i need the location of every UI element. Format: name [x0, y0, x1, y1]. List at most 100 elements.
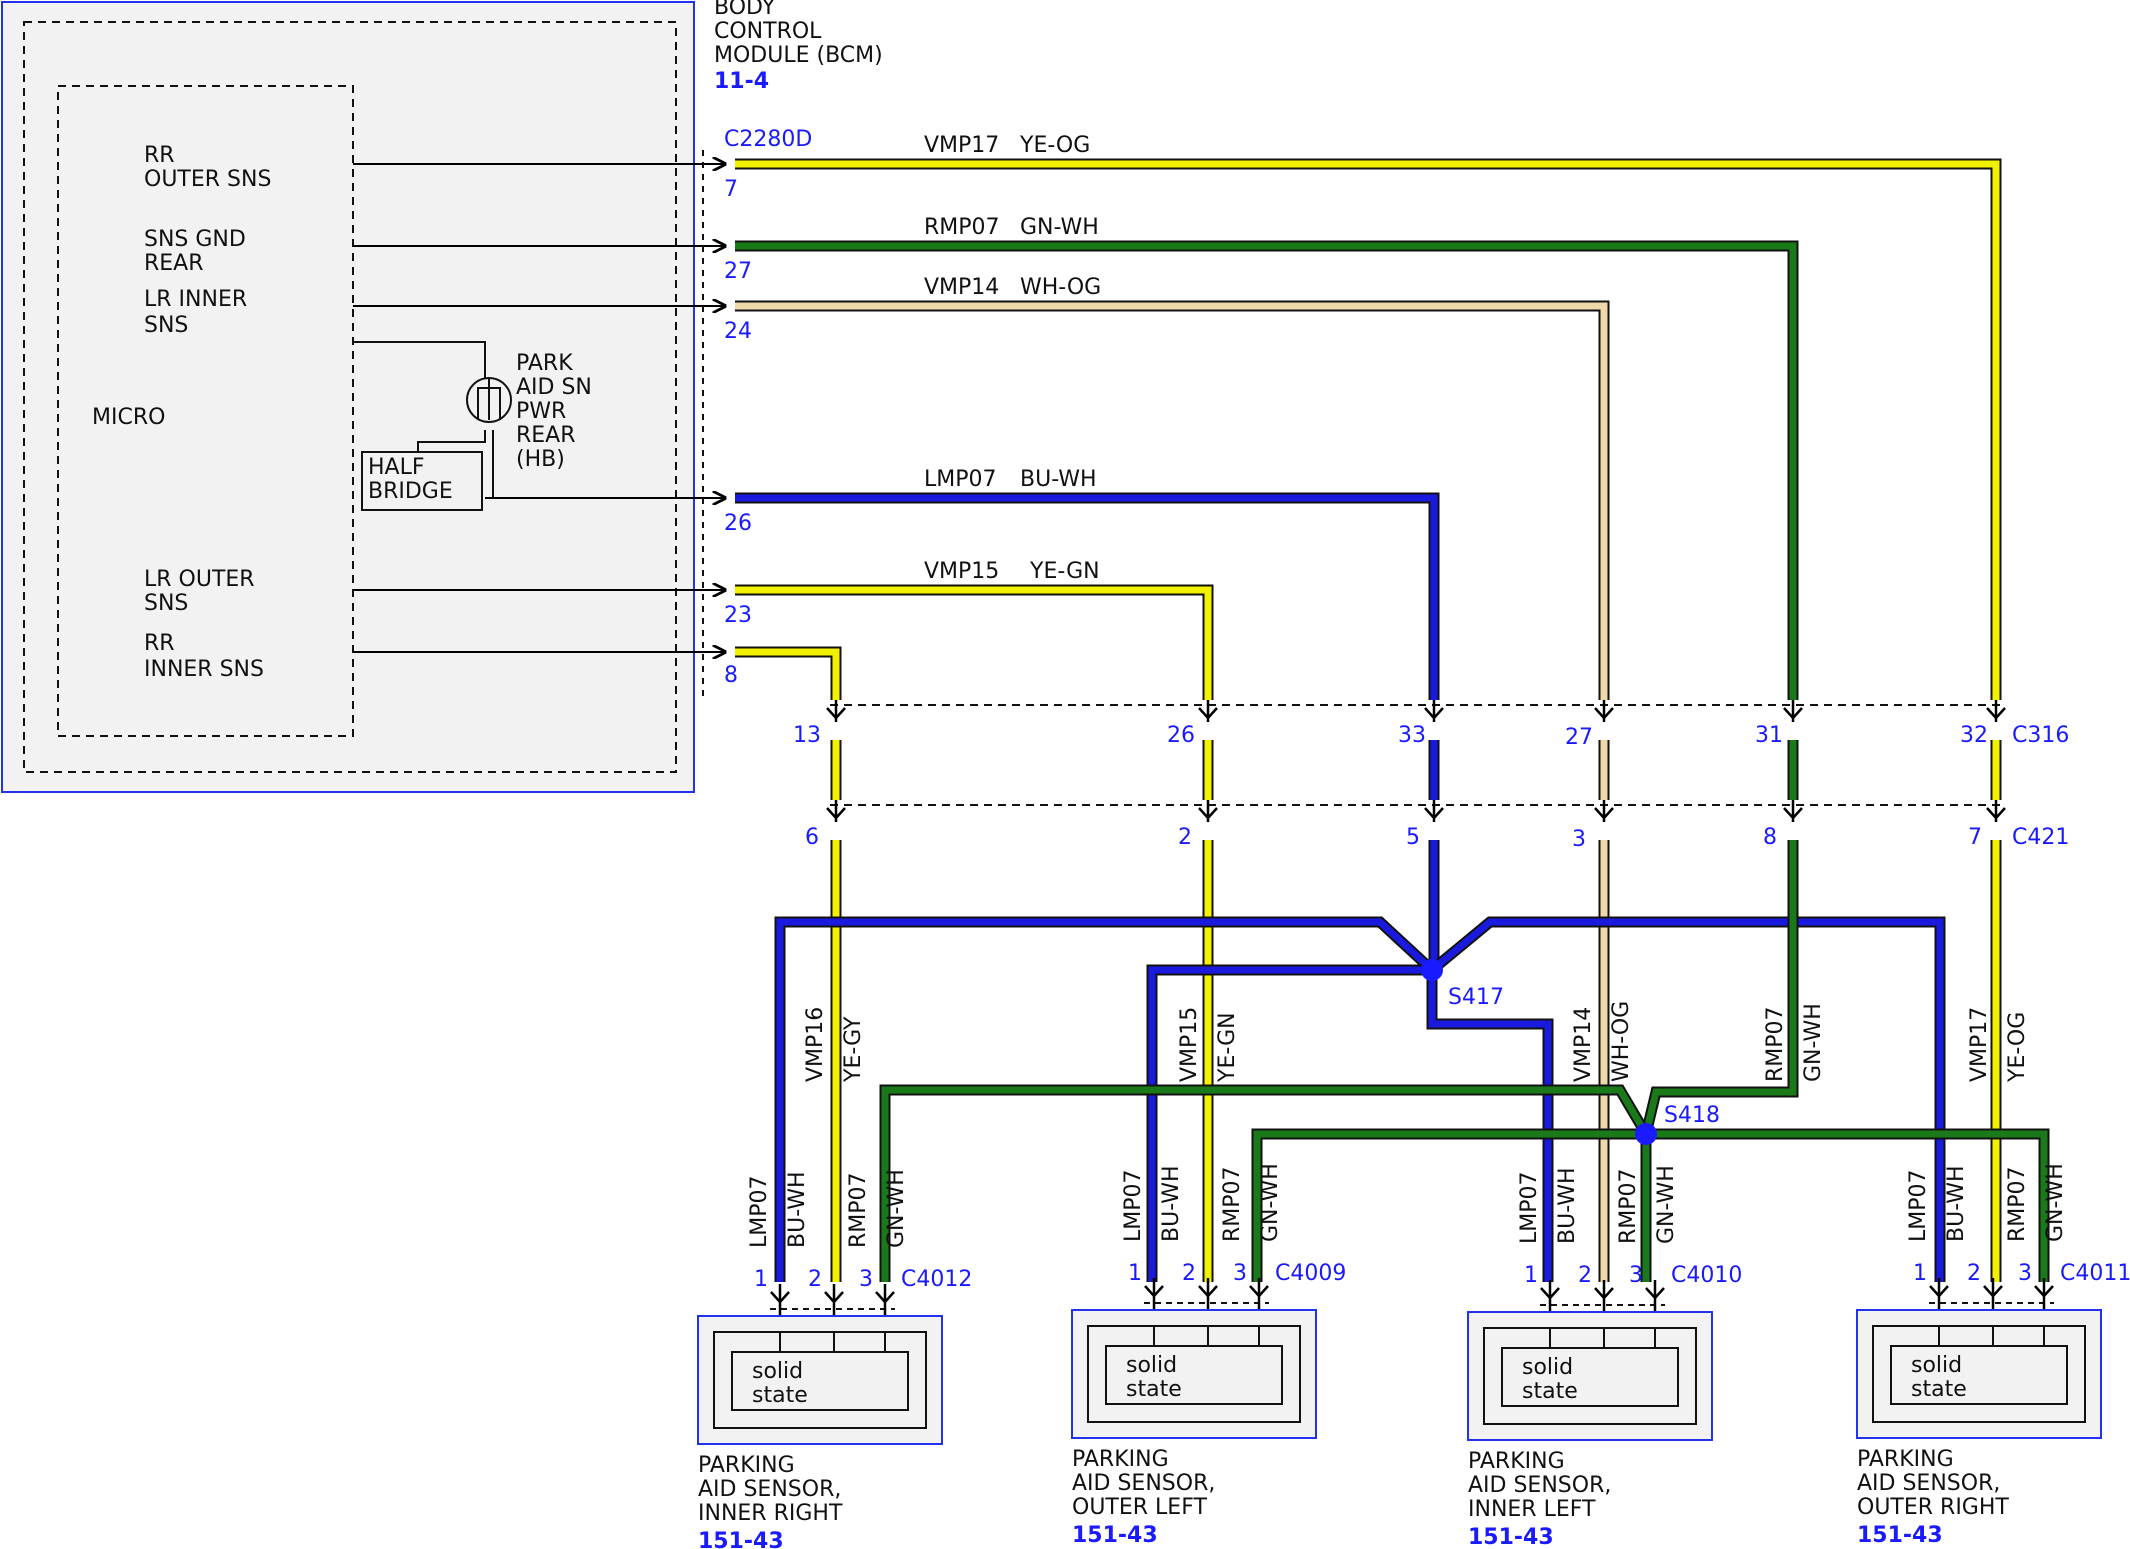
- connector-arrow-icon: [1198, 700, 1218, 722]
- vwire-color: YE-GN: [1215, 1012, 1240, 1083]
- park-pwr-label: PARK: [516, 351, 573, 376]
- connector-arrow-icon: [1198, 800, 1218, 822]
- solid-state-label: solid: [752, 1359, 803, 1384]
- sensor-wire-label: GN-WH: [1258, 1163, 1283, 1242]
- wire-color-label: BU-WH: [1020, 467, 1097, 492]
- solid-state-label: solid: [1126, 1353, 1177, 1378]
- bcm-module: MICRO BODY CONTROL MODULE (BCM) 11-4 C22…: [1, 0, 1101, 793]
- vwire-circuit: VMP17: [1967, 1007, 1992, 1082]
- sensor-name: OUTER RIGHT: [1857, 1495, 2009, 1520]
- vwire-circuit: VMP14: [1571, 1007, 1596, 1082]
- sensor-wire-label: LMP07: [747, 1176, 772, 1249]
- sensor-ref: 151-43: [1857, 1523, 1943, 1548]
- sensor-wire-label: BU-WH: [1944, 1165, 1969, 1242]
- c421-pin: 7: [1968, 825, 1982, 850]
- connector-arrow-icon: [1783, 700, 1803, 722]
- c316-pin: 31: [1755, 723, 1783, 748]
- wire-rmp07-gn-wh: [735, 242, 1797, 700]
- park-pwr-label: PWR: [516, 399, 566, 424]
- sensor-ref: 151-43: [1468, 1525, 1554, 1549]
- connector-arrow-icon: [1986, 700, 2006, 722]
- solid-state-label: solid: [1911, 1353, 1962, 1378]
- wire-vmp16-ye-gy-outline: [735, 646, 842, 700]
- pin-number: 7: [724, 177, 738, 202]
- solid-state-label: state: [1126, 1377, 1182, 1402]
- sensor-pin-number: 2: [1182, 1261, 1196, 1286]
- connector-arrow-icon: [1783, 800, 1803, 822]
- micro-label: MICRO: [92, 405, 165, 430]
- sensor-pin-number: 1: [754, 1267, 768, 1292]
- splice-s417: [1421, 959, 1443, 981]
- park-pwr-label: (HB): [516, 447, 565, 472]
- sensor-name: OUTER LEFT: [1072, 1495, 1207, 1520]
- connector-arrow-icon: [1594, 700, 1614, 722]
- sensor-inner-box: [713, 1331, 927, 1429]
- vwire-color: YE-GY: [841, 1016, 866, 1083]
- half-bridge-label: BRIDGE: [368, 479, 453, 504]
- wire-rmp07-branch: [1253, 1130, 1646, 1282]
- connector-arrow-icon: [826, 800, 846, 822]
- c316-pin: 33: [1398, 723, 1426, 748]
- sensor-name: AID SENSOR,: [698, 1477, 841, 1502]
- bcm-outer-box: [1, 1, 695, 793]
- c421-pin: 2: [1178, 825, 1192, 850]
- wire-lmp07-branch: [1429, 918, 1944, 1282]
- wire-color-label: GN-WH: [1020, 215, 1099, 240]
- wire-vmp15-ye-gn: [735, 586, 1212, 700]
- sensor-wire-label: BU-WH: [785, 1171, 810, 1248]
- wire-rmp07-branch-outline: [1251, 1128, 1646, 1282]
- signal-label: REAR: [144, 251, 204, 276]
- connector-arrow-icon: [1594, 800, 1614, 822]
- bcm-ref: 11-4: [714, 69, 769, 94]
- wire-lmp07-branch: [1148, 966, 1432, 1282]
- sensor-name: PARKING: [1468, 1449, 1565, 1474]
- sensor-name: AID SENSOR,: [1857, 1471, 2000, 1496]
- wire-vmp15-ye-gn-outline: [735, 584, 1214, 700]
- vwire-circuit: RMP07: [1763, 1006, 1788, 1082]
- sensor-connector-label: C4011: [2060, 1261, 2130, 1286]
- sensor-wire-label: LMP07: [1121, 1170, 1146, 1243]
- park-pwr-label: AID SN: [516, 375, 592, 400]
- splice-label: S417: [1448, 985, 1504, 1010]
- sensor-pin-number: 1: [1128, 1261, 1142, 1286]
- solid-state-box: [1105, 1345, 1283, 1405]
- sensor-wire-label: GN-WH: [1654, 1165, 1679, 1244]
- c316-pin: 13: [793, 723, 821, 748]
- sensor-pin-number: 3: [1629, 1263, 1643, 1288]
- wire-rmp07-gn-wh-outline: [735, 240, 1799, 700]
- connector-marks: [826, 700, 2006, 822]
- signal-label: LR INNER: [144, 287, 247, 312]
- wire-circuit-label: VMP15: [924, 559, 999, 584]
- signal-label: OUTER SNS: [144, 167, 271, 192]
- wire-vmp14-wh-og: [735, 302, 1608, 700]
- solid-state-box: [1501, 1347, 1679, 1407]
- sensor-connector-label: C4010: [1671, 1263, 1742, 1288]
- wire-circuit-label: RMP07: [924, 215, 1000, 240]
- connector-arrow-icon: [1986, 800, 2006, 822]
- signal-label: SNS: [144, 591, 188, 616]
- vwire-circuit: VMP15: [1177, 1007, 1202, 1082]
- sensor-wire-label: RMP07: [1616, 1168, 1641, 1244]
- c421-pin: 8: [1763, 825, 1777, 850]
- sensor-inner-box: [1483, 1327, 1697, 1425]
- solid-state-label: solid: [1522, 1355, 1573, 1380]
- sensor-pin-number: 2: [1578, 1263, 1592, 1288]
- park-pwr-label: REAR: [516, 423, 576, 448]
- wire-rmp07-branch: [1646, 1130, 2048, 1282]
- sensor-wire-label: LMP07: [1906, 1170, 1931, 1243]
- c421-label: C421: [2012, 825, 2069, 850]
- sensor-pin-number: 2: [1967, 1261, 1981, 1286]
- c316-pin: 32: [1960, 723, 1988, 748]
- solid-state-label: state: [1911, 1377, 1967, 1402]
- sensor-name: AID SENSOR,: [1072, 1471, 1215, 1496]
- splice-label: S418: [1664, 1103, 1720, 1128]
- half-bridge-box: [361, 451, 483, 511]
- wire-lmp07-branch-outline: [1428, 916, 1946, 1282]
- vwire-color: WH-OG: [1609, 1001, 1634, 1082]
- wire-lmp07-bu-wh: [735, 494, 1438, 700]
- vwire-color: YE-OG: [2005, 1012, 2030, 1083]
